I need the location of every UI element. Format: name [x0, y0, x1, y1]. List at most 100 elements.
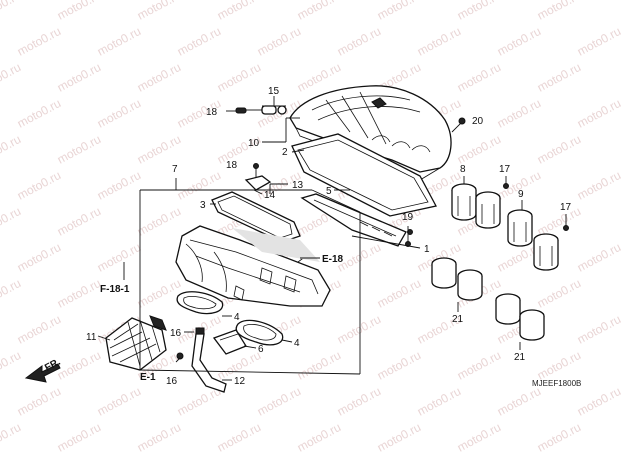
callout-9: 9 — [518, 189, 524, 200]
callout-18b: 18 — [226, 160, 238, 171]
callout-15: 15 — [268, 86, 280, 97]
watermark-text: moto0.ru — [55, 204, 103, 239]
callout-4b: 4 — [294, 338, 300, 349]
watermark-text: moto0.ru — [135, 420, 183, 455]
watermark-text: moto0.ru — [135, 276, 183, 311]
watermark-text: moto0.ru — [15, 312, 63, 347]
reference-f-18-1: F-18-1 — [100, 284, 130, 295]
watermark-text: moto0.ru — [335, 24, 383, 59]
watermark-text: moto0.ru — [95, 96, 143, 131]
watermark-text: moto0.ru — [95, 384, 143, 419]
watermark-text: moto0.ru — [215, 420, 263, 455]
watermark-text: moto0.ru — [15, 96, 63, 131]
air-funnel-11 — [105, 315, 167, 371]
seal-2 — [291, 133, 437, 217]
watermark-text: moto0.ru — [0, 132, 23, 167]
watermark-text: moto0.ru — [375, 276, 423, 311]
watermark-text: moto0.ru — [0, 204, 23, 239]
callout-17a: 17 — [499, 164, 511, 175]
reference-e-18: E-18 — [322, 254, 344, 265]
watermark-text: moto0.ru — [55, 60, 103, 95]
watermark-text: moto0.ru — [495, 24, 543, 59]
watermark-text: moto0.ru — [455, 60, 503, 95]
watermark-text: moto0.ru — [455, 0, 503, 23]
watermark-text: moto0.ru — [15, 240, 63, 275]
air-cleaner-element-5 — [300, 193, 413, 247]
watermark-text: moto0.ru — [295, 420, 343, 455]
watermark-text: moto0.ru — [495, 384, 543, 419]
breather-fitting — [226, 105, 287, 115]
watermark-text: moto0.ru — [415, 384, 463, 419]
watermark-text: moto0.ru — [0, 276, 23, 311]
callout-12: 12 — [234, 376, 246, 387]
watermark-text: moto0.ru — [455, 132, 503, 167]
funnel-set-9 — [507, 209, 559, 271]
watermark-text: moto0.ru — [15, 384, 63, 419]
callout-18: 18 — [206, 107, 218, 118]
watermark-text: moto0.ru — [0, 420, 23, 455]
funnel-set-8 — [451, 183, 501, 229]
watermark-text: moto0.ru — [335, 312, 383, 347]
watermark-text: moto0.ru — [135, 204, 183, 239]
screw-17-upper — [503, 176, 509, 189]
watermark-text: moto0.ru — [575, 240, 623, 275]
drain-hose-12 — [176, 327, 227, 393]
watermark-text: moto0.ru — [535, 132, 583, 167]
screw-20 — [451, 117, 466, 133]
leader-lines — [97, 96, 523, 381]
watermark-text: moto0.ru — [455, 420, 503, 455]
watermark-text: moto0.ru — [255, 24, 303, 59]
watermark-text: moto0.ru — [215, 60, 263, 95]
seal-4-upper — [176, 291, 224, 315]
watermark-text: moto0.ru — [135, 60, 183, 95]
callout-21a: 21 — [452, 314, 464, 325]
case-inner-shading — [232, 228, 320, 262]
watermark-text: moto0.ru — [575, 24, 623, 59]
callout-16b: 16 — [166, 376, 178, 387]
callout-3: 3 — [200, 200, 206, 211]
watermark-text: moto0.ru — [255, 384, 303, 419]
gasket-3 — [211, 191, 301, 243]
watermark-text: moto0.ru — [175, 168, 223, 203]
callout-17b: 17 — [560, 202, 572, 213]
callout-11: 11 — [86, 332, 97, 343]
callout-5: 5 — [326, 186, 332, 197]
funnel-set-21-right — [495, 293, 545, 341]
callout-8: 8 — [460, 164, 466, 175]
watermark-text: moto0.ru — [55, 276, 103, 311]
reference-e-1: E-1 — [140, 372, 156, 383]
watermark-text: moto0.ru — [575, 96, 623, 131]
watermark-text: moto0.ru — [175, 24, 223, 59]
watermark-text: moto0.ru — [415, 24, 463, 59]
callout-19: 19 — [402, 212, 414, 223]
watermark-text: moto0.ru — [55, 0, 103, 23]
watermark-text: moto0.ru — [55, 348, 103, 383]
watermark-text: moto0.ru — [0, 60, 23, 95]
callout-21b: 21 — [514, 352, 526, 363]
watermark-text: moto0.ru — [375, 348, 423, 383]
lower-air-cleaner-case — [175, 225, 331, 307]
callout-13: 13 — [292, 180, 304, 191]
callout-4a: 4 — [234, 312, 240, 323]
watermark-text: moto0.ru — [135, 0, 183, 23]
watermark-text: moto0.ru — [0, 0, 23, 23]
clip-14 — [244, 163, 272, 191]
watermark-text: moto0.ru — [375, 0, 423, 23]
callout-2: 2 — [282, 147, 288, 158]
watermark-text: moto0.ru — [55, 420, 103, 455]
callout-16a: 16 — [170, 328, 182, 339]
watermark-text: moto0.ru — [135, 132, 183, 167]
callout-20: 20 — [472, 116, 484, 127]
watermark-text: moto0.ru — [535, 276, 583, 311]
watermark-text: moto0.ru — [535, 420, 583, 455]
funnel-set-21-left — [431, 257, 483, 301]
watermark-text: moto0.ru — [295, 60, 343, 95]
watermark-text: moto0.ru — [535, 0, 583, 23]
watermark-text: moto0.ru — [575, 168, 623, 203]
watermark-text: moto0.ru — [55, 132, 103, 167]
watermark-text: moto0.ru — [95, 168, 143, 203]
watermark-text: moto0.ru — [575, 384, 623, 419]
watermark-text: moto0.ru — [535, 60, 583, 95]
